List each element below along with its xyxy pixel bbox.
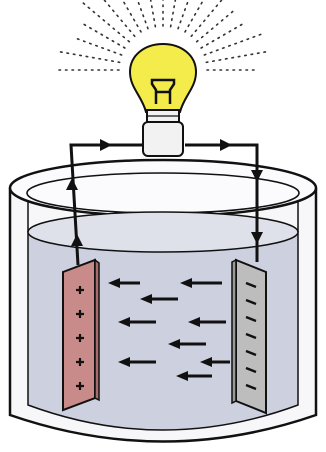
- flow-arrow-head: [140, 294, 152, 304]
- current-arrow-down-lower: [251, 232, 263, 244]
- bulb-glass: [128, 42, 198, 113]
- light-ray: [136, 0, 149, 30]
- minus-sign: [245, 349, 257, 357]
- positive-plate: [62, 258, 100, 412]
- light-ray: [190, 0, 223, 38]
- current-arrows: [66, 139, 263, 246]
- light-ray: [200, 23, 244, 49]
- flow-arrow-head: [118, 357, 130, 367]
- light-ray: [205, 50, 271, 64]
- flow-arrow-head: [108, 278, 120, 288]
- bulb-base: [142, 121, 184, 157]
- light-ray: [79, 0, 131, 43]
- light-rays: [54, 0, 271, 71]
- current-arrow-down-upper: [251, 170, 263, 182]
- ion-flow-arrows: [108, 278, 230, 381]
- negative-plate: [231, 258, 267, 415]
- flow-arrow-head: [118, 317, 130, 327]
- current-arrow-up-lower: [71, 234, 83, 246]
- negative-charges: [245, 281, 257, 391]
- minus-sign: [245, 281, 257, 289]
- light-bulb: [128, 42, 198, 157]
- minus-sign: [245, 332, 257, 340]
- current-arrow-right-right: [220, 139, 232, 151]
- flow-arrow-head: [188, 317, 200, 327]
- flow-arrow-head: [168, 339, 180, 349]
- light-ray: [169, 0, 177, 28]
- light-ray: [184, 0, 205, 33]
- current-arrow-up-upper: [66, 178, 78, 190]
- light-ray: [203, 32, 266, 56]
- left-wire: [69, 143, 145, 266]
- beaker: [8, 158, 318, 443]
- plus-sign: [76, 286, 84, 294]
- minus-sign: [245, 298, 257, 306]
- light-ray: [55, 50, 121, 64]
- light-ray: [177, 0, 190, 30]
- flow-arrow-head: [200, 357, 212, 367]
- bulb-filament: [150, 78, 176, 104]
- positive-plate-edge: [94, 258, 100, 402]
- current-arrow-right-left: [100, 139, 112, 151]
- light-ray: [195, 10, 235, 43]
- plus-sign: [76, 358, 84, 366]
- flow-arrow-head: [180, 278, 192, 288]
- negative-plate-edge: [231, 258, 237, 405]
- plus-sign: [76, 382, 84, 390]
- light-ray: [75, 37, 123, 56]
- plus-sign: [76, 334, 84, 342]
- positive-charges: [76, 286, 84, 390]
- minus-sign: [245, 383, 257, 391]
- plus-sign: [76, 310, 84, 318]
- flow-arrow-head: [176, 371, 188, 381]
- minus-sign: [245, 315, 257, 323]
- beaker-rim: [8, 158, 318, 218]
- light-ray: [103, 0, 136, 38]
- light-ray: [82, 23, 126, 49]
- light-ray: [121, 0, 142, 33]
- minus-sign: [245, 366, 257, 374]
